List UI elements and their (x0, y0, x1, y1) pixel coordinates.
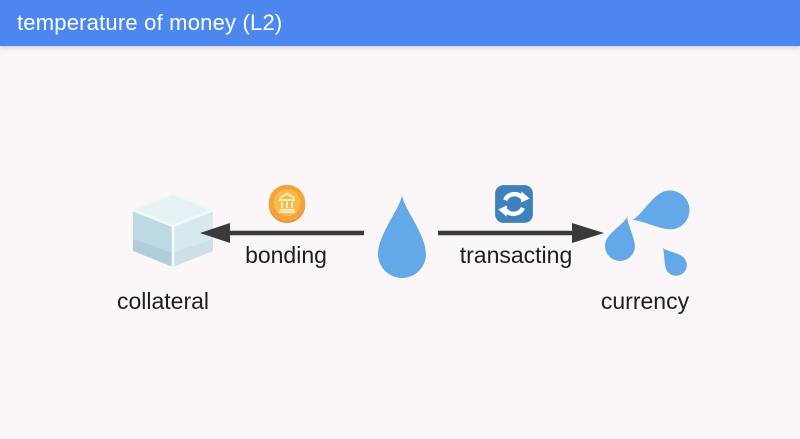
bank-coin-icon (267, 183, 307, 225)
water-droplet-icon (374, 194, 430, 282)
slide-title-bar: temperature of money (L2) (0, 0, 800, 46)
bonding-label: bonding (245, 242, 327, 268)
repeat-arrows-icon (494, 184, 534, 224)
ice-cube-icon (127, 191, 219, 269)
collateral-label: collateral (116, 288, 210, 314)
page-title: temperature of money (L2) (17, 10, 283, 35)
transacting-arrow (436, 221, 606, 245)
transacting-label: transacting (459, 242, 573, 268)
currency-label: currency (600, 288, 690, 314)
bonding-arrow (198, 221, 366, 245)
splash-droplets-icon (598, 190, 703, 282)
